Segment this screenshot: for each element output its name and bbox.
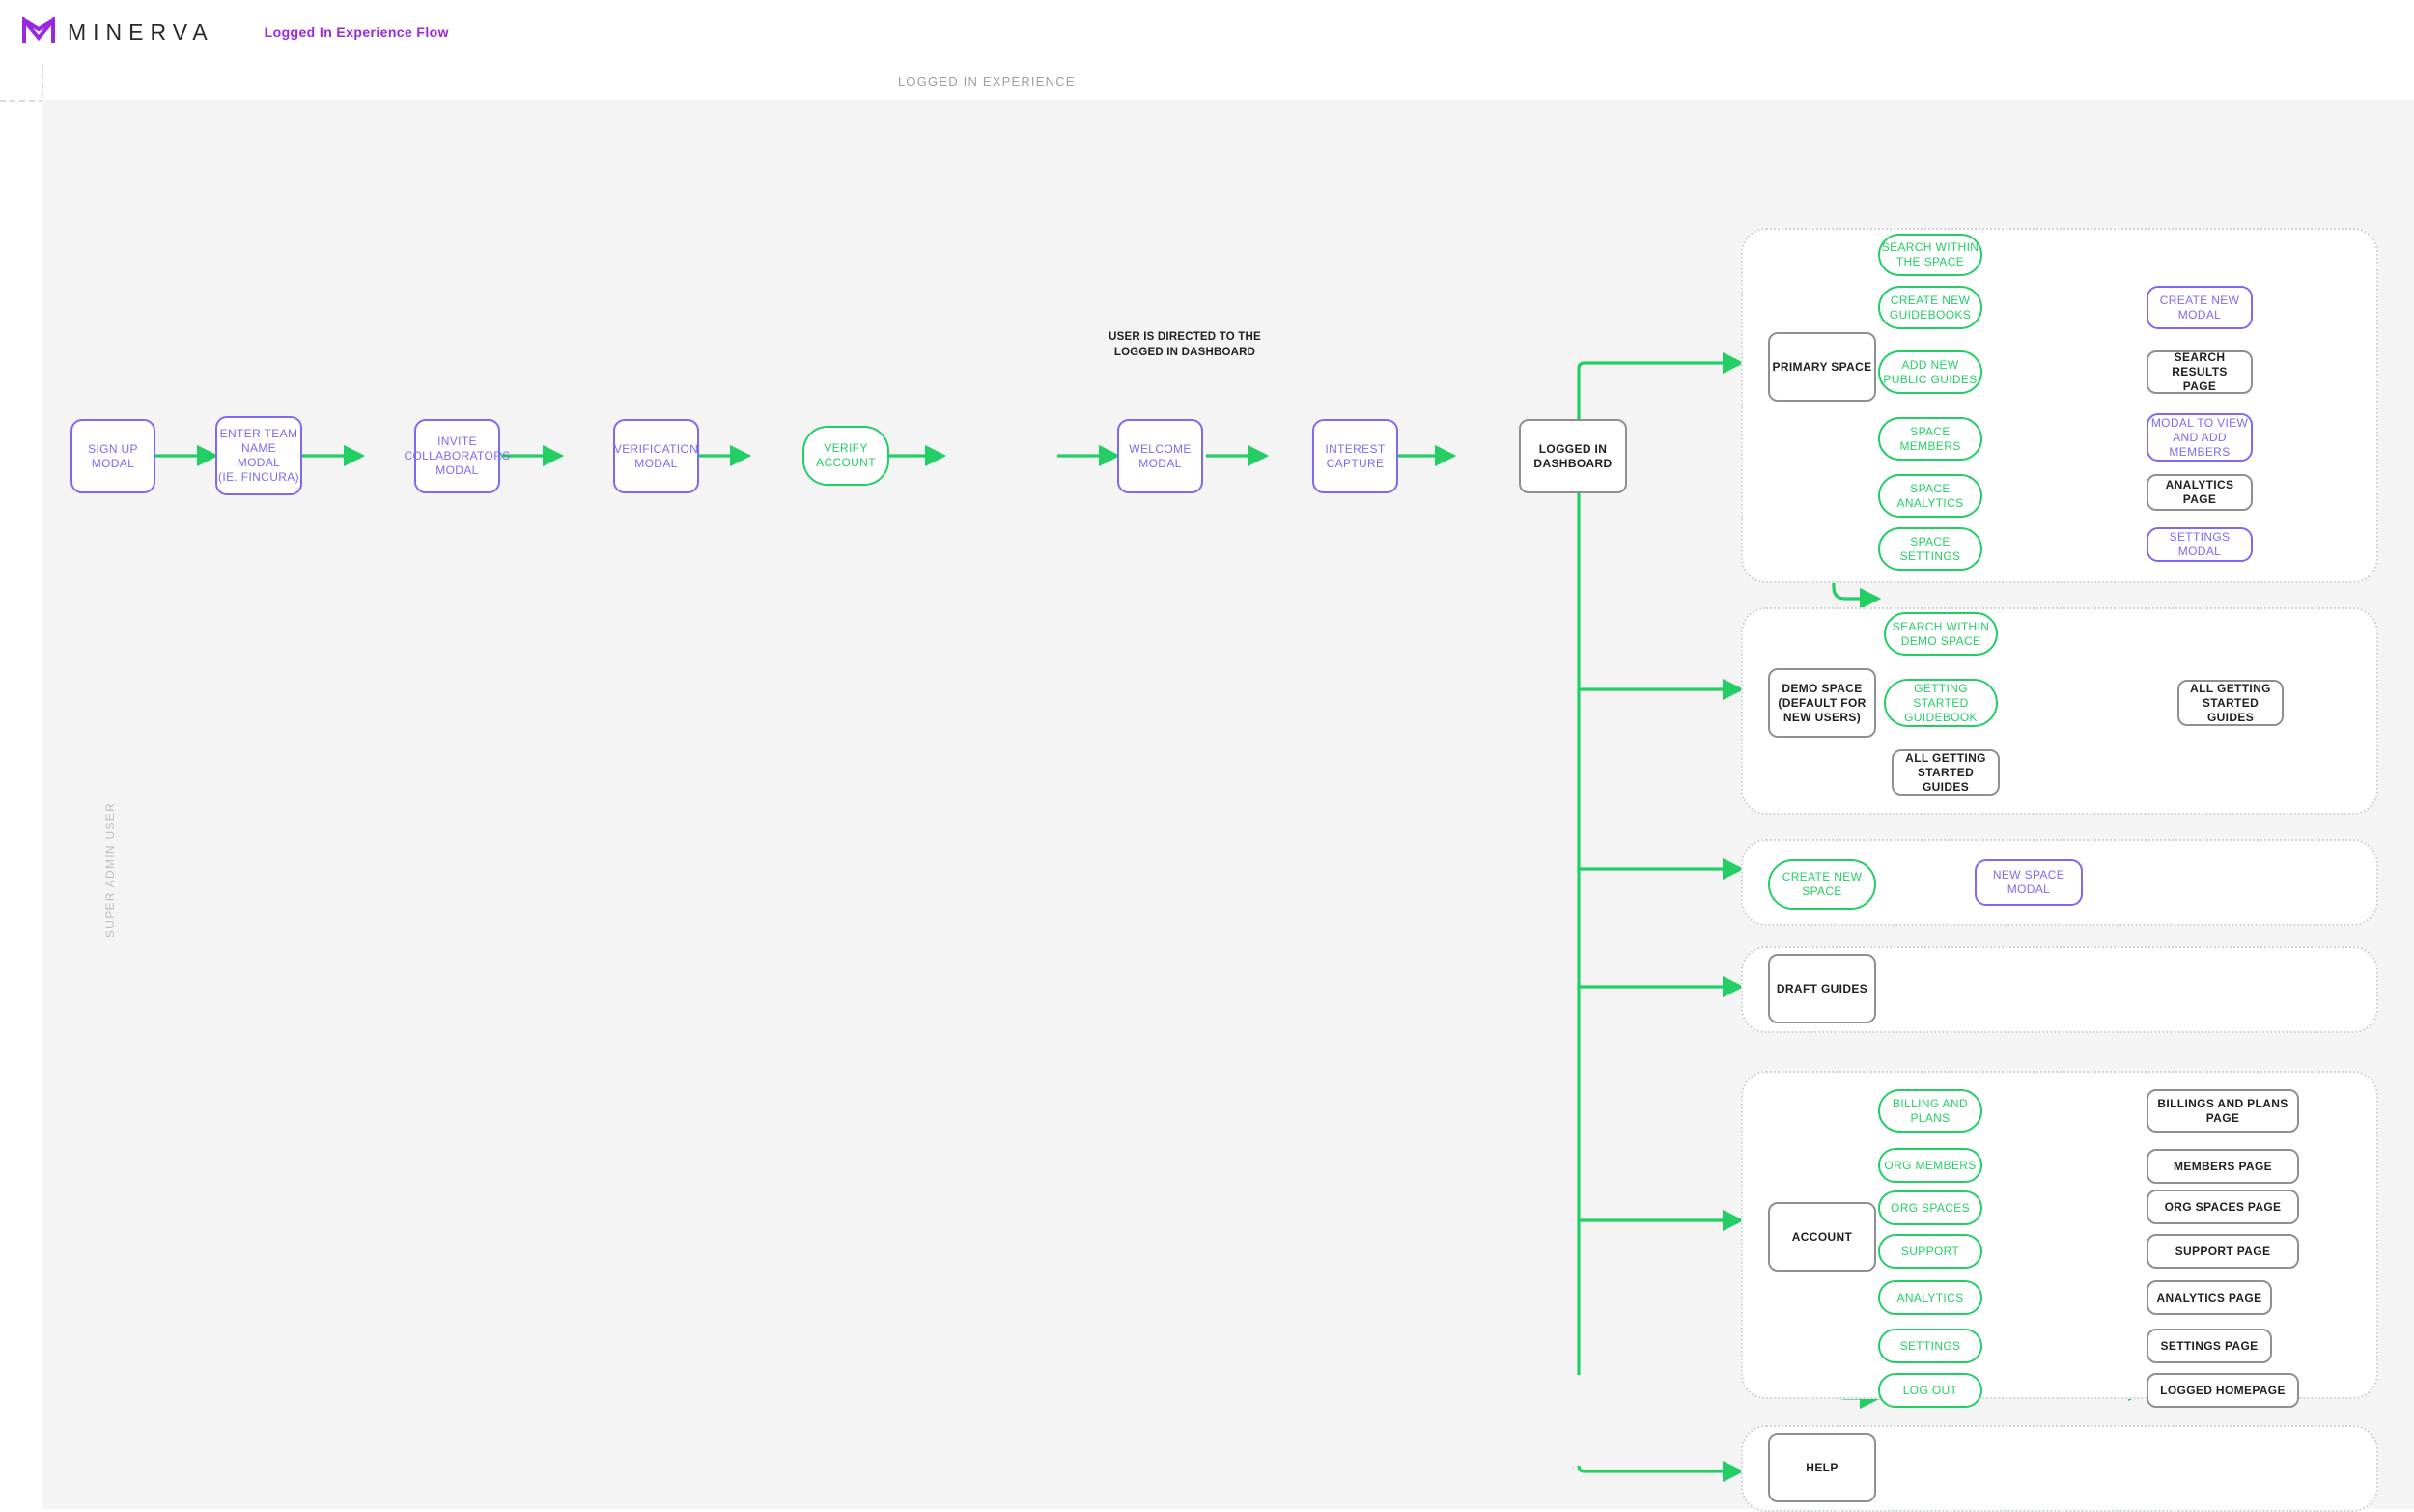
node-label: DRAFT GUIDES — [1776, 981, 1868, 995]
node-label: CREATE NEW GUIDEBOOKS — [1889, 293, 1972, 322]
flow-step-label: ENTER TEAM NAME MODAL (IE. FINCURA) — [218, 427, 299, 484]
node-label: BILLING AND PLANS — [1893, 1096, 1968, 1125]
action-support[interactable]: SUPPORT — [1878, 1234, 1982, 1269]
node-label: ALL GETTING STARTED GUIDES — [1905, 750, 1986, 794]
node-label: ANALYTICS PAGE — [2156, 1290, 2262, 1304]
node-label: NEW SPACE MODAL — [1992, 868, 2065, 896]
node-label: LOG OUT — [1902, 1383, 1958, 1397]
action-org-members[interactable]: ORG MEMBERS — [1878, 1148, 1982, 1183]
flow-canvas: SUPER ADMIN USER — [42, 100, 2414, 1512]
node-label: SUPPORT — [1900, 1244, 1960, 1258]
node-label: ORG SPACES — [1891, 1200, 1970, 1215]
action-search-within-demo-space[interactable]: SEARCH WITHIN DEMO SPACE — [1884, 612, 1998, 656]
target-analytics-page-space[interactable]: ANALYTICS PAGE — [2147, 474, 2253, 511]
flow-step-label: VERIFY ACCOUNT — [816, 441, 876, 469]
target-all-getting-started-guides[interactable]: ALL GETTING STARTED GUIDES — [2177, 680, 2284, 726]
flow-step-enter-team-name-modal[interactable]: ENTER TEAM NAME MODAL (IE. FINCURA) — [215, 416, 302, 495]
panel-source-help[interactable]: HELP — [1768, 1433, 1876, 1502]
target-support-page[interactable]: SUPPORT PAGE — [2147, 1234, 2299, 1269]
node-label: SETTINGS — [1899, 1338, 1961, 1353]
action-create-new-space[interactable]: CREATE NEW SPACE — [1768, 859, 1876, 910]
flow-step-welcome-modal[interactable]: WELCOME MODAL — [1117, 419, 1203, 493]
node-label: MODAL TO VIEW AND ADD MEMBERS — [2150, 415, 2249, 459]
action-add-new-public-guides[interactable]: ADD NEW PUBLIC GUIDES — [1878, 350, 1982, 394]
flow-step-label: WELCOME MODAL — [1129, 441, 1192, 470]
target-logged-homepage[interactable]: LOGGED HOMEPAGE — [2147, 1373, 2299, 1408]
flow-step-label: SIGN UP MODAL — [88, 441, 138, 470]
panel-source-primary-space[interactable]: PRIMARY SPACE — [1768, 332, 1876, 402]
target-billings-and-plans-page[interactable]: BILLINGS AND PLANS PAGE — [2147, 1089, 2299, 1133]
node-label: CREATE NEW SPACE — [1782, 870, 1863, 898]
node-label: SEARCH WITHIN DEMO SPACE — [1892, 619, 1990, 648]
target-all-getting-started-guides-direct[interactable]: ALL GETTING STARTED GUIDES — [1892, 749, 2000, 796]
flow-step-label: LOGGED IN DASHBOARD — [1533, 441, 1613, 470]
target-new-space-modal[interactable]: NEW SPACE MODAL — [1975, 859, 2083, 906]
node-label: SETTINGS PAGE — [2160, 1338, 2259, 1353]
target-members-page[interactable]: MEMBERS PAGE — [2147, 1149, 2299, 1184]
action-settings[interactable]: SETTINGS — [1878, 1329, 1982, 1363]
node-label: ORG MEMBERS — [1884, 1158, 1977, 1172]
target-search-results-page[interactable]: SEARCH RESULTS PAGE — [2147, 350, 2253, 394]
node-label: GETTING STARTED GUIDEBOOK — [1904, 681, 1978, 724]
node-label: ADD NEW PUBLIC GUIDES — [1883, 357, 1978, 386]
minerva-logo-icon — [22, 17, 55, 43]
target-org-spaces-page[interactable]: ORG SPACES PAGE — [2147, 1190, 2299, 1224]
action-billing-and-plans[interactable]: BILLING AND PLANS — [1878, 1089, 1982, 1133]
target-settings-modal[interactable]: SETTINGS MODAL — [2147, 527, 2253, 562]
action-create-new-guidebooks[interactable]: CREATE NEW GUIDEBOOKS — [1878, 286, 1982, 329]
target-create-new-modal[interactable]: CREATE NEW MODAL — [2147, 286, 2253, 329]
node-label: SEARCH WITHIN THE SPACE — [1881, 240, 1979, 268]
node-label: ANALYTICS — [1896, 1290, 1964, 1304]
node-label: MEMBERS PAGE — [2174, 1159, 2272, 1173]
flow-step-invite-collaborators-modal[interactable]: INVITE COLLABORATORS MODAL — [404, 419, 510, 493]
flow-step-interest-capture[interactable]: INTEREST CAPTURE — [1312, 419, 1398, 493]
brand-wordmark: MINERVA — [68, 18, 214, 44]
node-label: SPACE ANALYTICS — [1896, 481, 1964, 510]
flow-step-logged-in-dashboard[interactable]: LOGGED IN DASHBOARD — [1519, 419, 1627, 493]
panel-source-account[interactable]: ACCOUNT — [1768, 1202, 1876, 1272]
node-label: SPACE MEMBERS — [1899, 424, 1961, 453]
flow-step-label: VERIFICATION MODAL — [613, 441, 699, 470]
panel-primary-space — [1741, 228, 2378, 583]
node-label: BILLINGS AND PLANS PAGE — [2157, 1096, 2288, 1125]
dashboard-direction-note: USER IS DIRECTED TO THE LOGGED IN DASHBO… — [1109, 331, 1261, 358]
flow-step-verify-account[interactable]: VERIFY ACCOUNT — [802, 426, 889, 486]
flow-title: Logged In Experience Flow — [264, 24, 449, 40]
node-label: ORG SPACES PAGE — [2164, 1199, 2282, 1214]
panel-source-draft-guides[interactable]: DRAFT GUIDES — [1768, 954, 1876, 1023]
action-space-analytics[interactable]: SPACE ANALYTICS — [1878, 474, 1982, 518]
panel-source-demo-space[interactable]: DEMO SPACE (DEFAULT FOR NEW USERS) — [1768, 668, 1876, 738]
section-banner: LOGGED IN EXPERIENCE — [0, 64, 2414, 100]
swimlane-label: SUPER ADMIN USER — [103, 801, 117, 938]
node-label: DEMO SPACE (DEFAULT FOR NEW USERS) — [1778, 681, 1867, 724]
action-getting-started-guidebook[interactable]: GETTING STARTED GUIDEBOOK — [1884, 679, 1998, 727]
flow-step-label: INTEREST CAPTURE — [1325, 441, 1386, 470]
flow-step-verification-modal[interactable]: VERIFICATION MODAL — [613, 419, 699, 493]
app-header: MINERVA Logged In Experience Flow — [0, 0, 2414, 65]
node-label: SPACE SETTINGS — [1899, 534, 1961, 563]
section-banner-label: LOGGED IN EXPERIENCE — [898, 74, 1076, 89]
node-label: PRIMARY SPACE — [1772, 359, 1872, 374]
target-settings-page[interactable]: SETTINGS PAGE — [2147, 1329, 2272, 1363]
flow-step-sign-up-modal[interactable]: SIGN UP MODAL — [70, 419, 155, 493]
node-label: ANALYTICS PAGE — [2165, 478, 2234, 506]
node-label: ALL GETTING STARTED GUIDES — [2190, 681, 2271, 724]
node-label: HELP — [1806, 1460, 1839, 1474]
action-space-settings[interactable]: SPACE SETTINGS — [1878, 527, 1982, 571]
action-space-members[interactable]: SPACE MEMBERS — [1878, 417, 1982, 461]
target-analytics-page-account[interactable]: ANALYTICS PAGE — [2147, 1280, 2272, 1315]
action-org-spaces[interactable]: ORG SPACES — [1878, 1190, 1982, 1225]
node-label: SUPPORT PAGE — [2175, 1244, 2271, 1258]
action-analytics[interactable]: ANALYTICS — [1878, 1280, 1982, 1315]
flow-step-label: INVITE COLLABORATORS MODAL — [404, 434, 511, 477]
target-modal-to-view-and-add-members[interactable]: MODAL TO VIEW AND ADD MEMBERS — [2147, 413, 2253, 462]
action-log-out[interactable]: LOG OUT — [1878, 1373, 1982, 1408]
action-search-within-the-space[interactable]: SEARCH WITHIN THE SPACE — [1878, 234, 1982, 276]
node-label: ACCOUNT — [1791, 1229, 1853, 1244]
node-label: CREATE NEW MODAL — [2159, 293, 2240, 322]
node-label: LOGGED HOMEPAGE — [2160, 1383, 2286, 1397]
node-label: SEARCH RESULTS PAGE — [2172, 350, 2228, 393]
node-label: SETTINGS MODAL — [2169, 530, 2231, 558]
